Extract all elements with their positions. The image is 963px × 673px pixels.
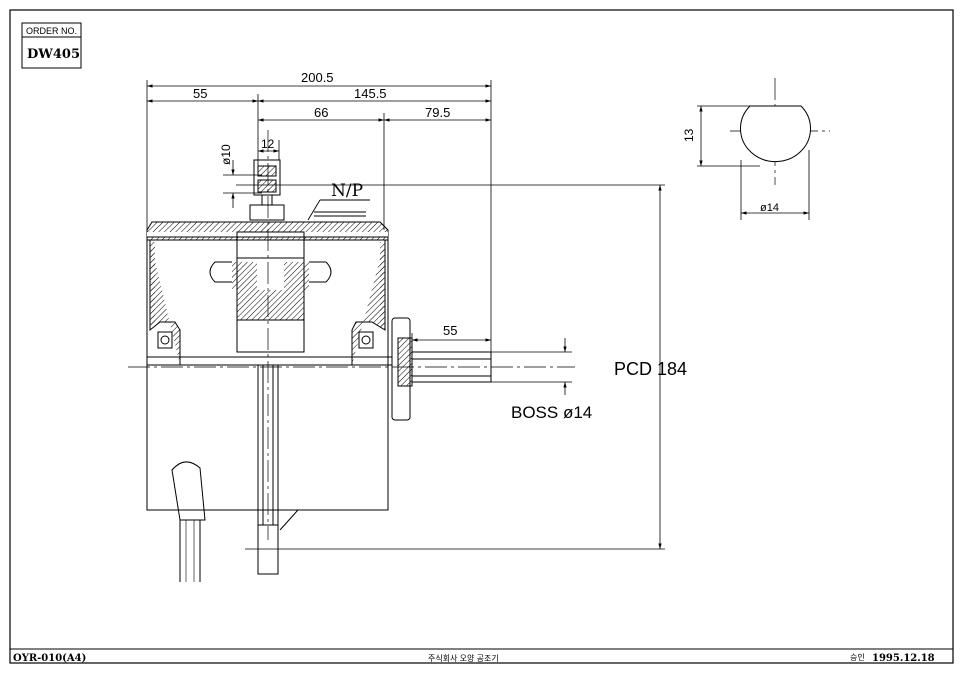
order-label: ORDER NO. <box>26 26 77 36</box>
dim-right-end: 79.5 <box>425 105 450 120</box>
document-code: OYR-010(A4) <box>13 653 86 664</box>
approval-label: 승인 <box>850 652 865 662</box>
company-name: 주식회사 오양 공조기 <box>428 654 499 663</box>
pcd-label: PCD 184 <box>614 359 687 379</box>
nameplate-label: N/P <box>331 181 363 201</box>
dim-mid-section: 66 <box>314 105 328 120</box>
motor-body <box>146 159 492 582</box>
top-dimension-chain <box>146 80 492 355</box>
dim-section-flat: 13 <box>682 128 696 142</box>
boss-label: BOSS ø14 <box>511 403 592 422</box>
order-value: DW405 <box>27 47 80 62</box>
boss-dimension <box>411 333 572 395</box>
dim-shaft-length: 55 <box>443 323 457 338</box>
center-lines <box>128 78 830 540</box>
approval-date: 1995.12.18 <box>872 653 935 664</box>
dim-overall-length: 200.5 <box>301 70 334 85</box>
order-number-box: ORDER NO. DW405 <box>21 22 82 69</box>
dim-left-section: 55 <box>193 86 207 101</box>
shaft-section-view <box>697 105 811 220</box>
drawing-frame <box>9 9 954 664</box>
dim-right-section: 145.5 <box>354 86 387 101</box>
key-diameter-dim <box>223 160 262 208</box>
dim-section-diameter: ø14 <box>760 202 779 214</box>
pcd-dimension <box>236 184 665 550</box>
dim-key-diameter: ø10 <box>219 144 233 165</box>
nameplate-leader <box>307 199 370 221</box>
